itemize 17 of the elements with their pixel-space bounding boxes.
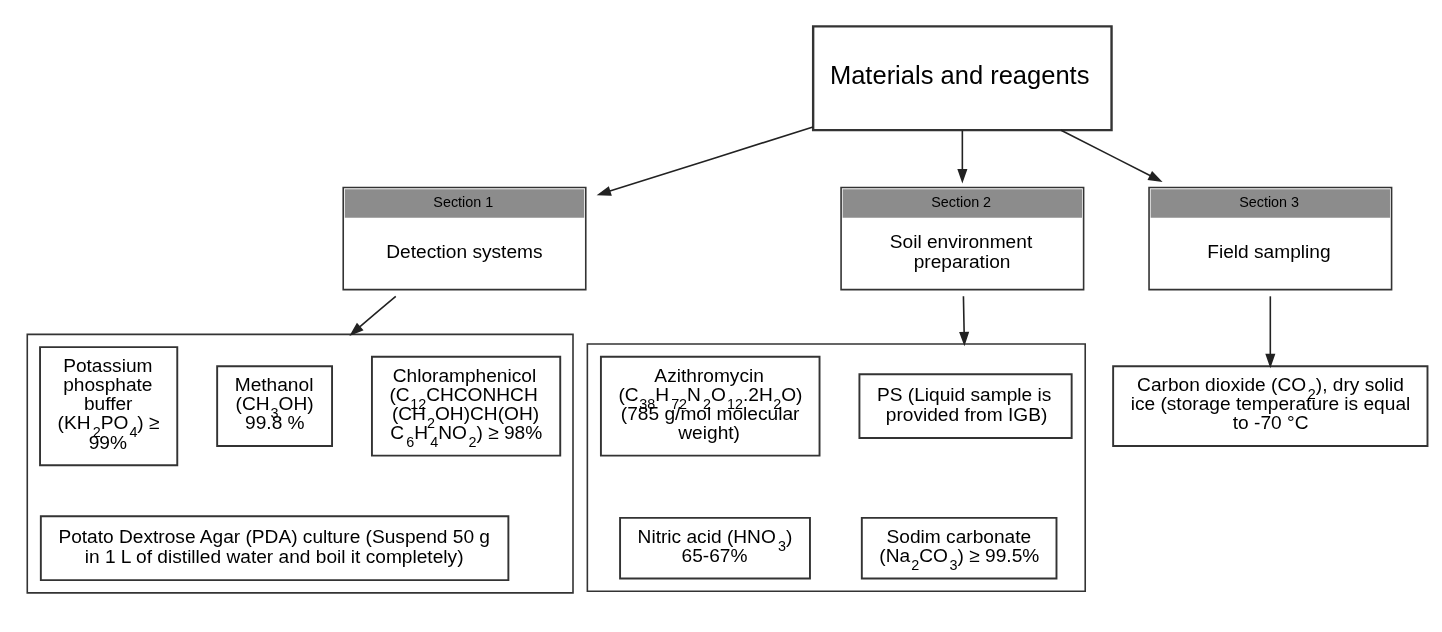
node-box: Carbon dioxide (CO$_{2}$), dry solid ice (storage temperature is equal to -70 °C — [1112, 365, 1429, 447]
arrow — [959, 295, 970, 347]
node-box: Azithromycin (C$_{38}$H$_{72}$N$_{2}$O$_{12}$.2H$_{2}$O) (785 g/mol molecular weight) — [599, 355, 821, 457]
node-box: PS (Liquid sample is provided from IGB) — [858, 373, 1073, 440]
node-box: Nitric acid (HNO$_{3}$) 65-67% — [619, 516, 811, 580]
arrow — [1060, 129, 1163, 183]
cluster — [586, 343, 1086, 593]
node-box: Potassium phosphate buffer (KH$_{2}$PO$_{4}$) ≥ 99% — [39, 346, 179, 467]
node-box: Sodim carbonate (Na$_{2}$CO$_{3}$) ≥ 99.5% — [860, 516, 1058, 580]
arrow — [596, 126, 814, 196]
node-box: Methanol (CH$_{3}$OH) 99.8 % — [216, 365, 333, 447]
arrow — [957, 129, 968, 184]
cluster — [26, 333, 574, 594]
arrow — [349, 295, 397, 336]
node-box: Materials and reagents — [811, 25, 1113, 132]
arrow — [1265, 295, 1276, 369]
node-box: Potato Dextrose Agar (PDA) culture (Suspend 50 g in 1 L of distilled water and boil it completely) — [39, 515, 510, 582]
